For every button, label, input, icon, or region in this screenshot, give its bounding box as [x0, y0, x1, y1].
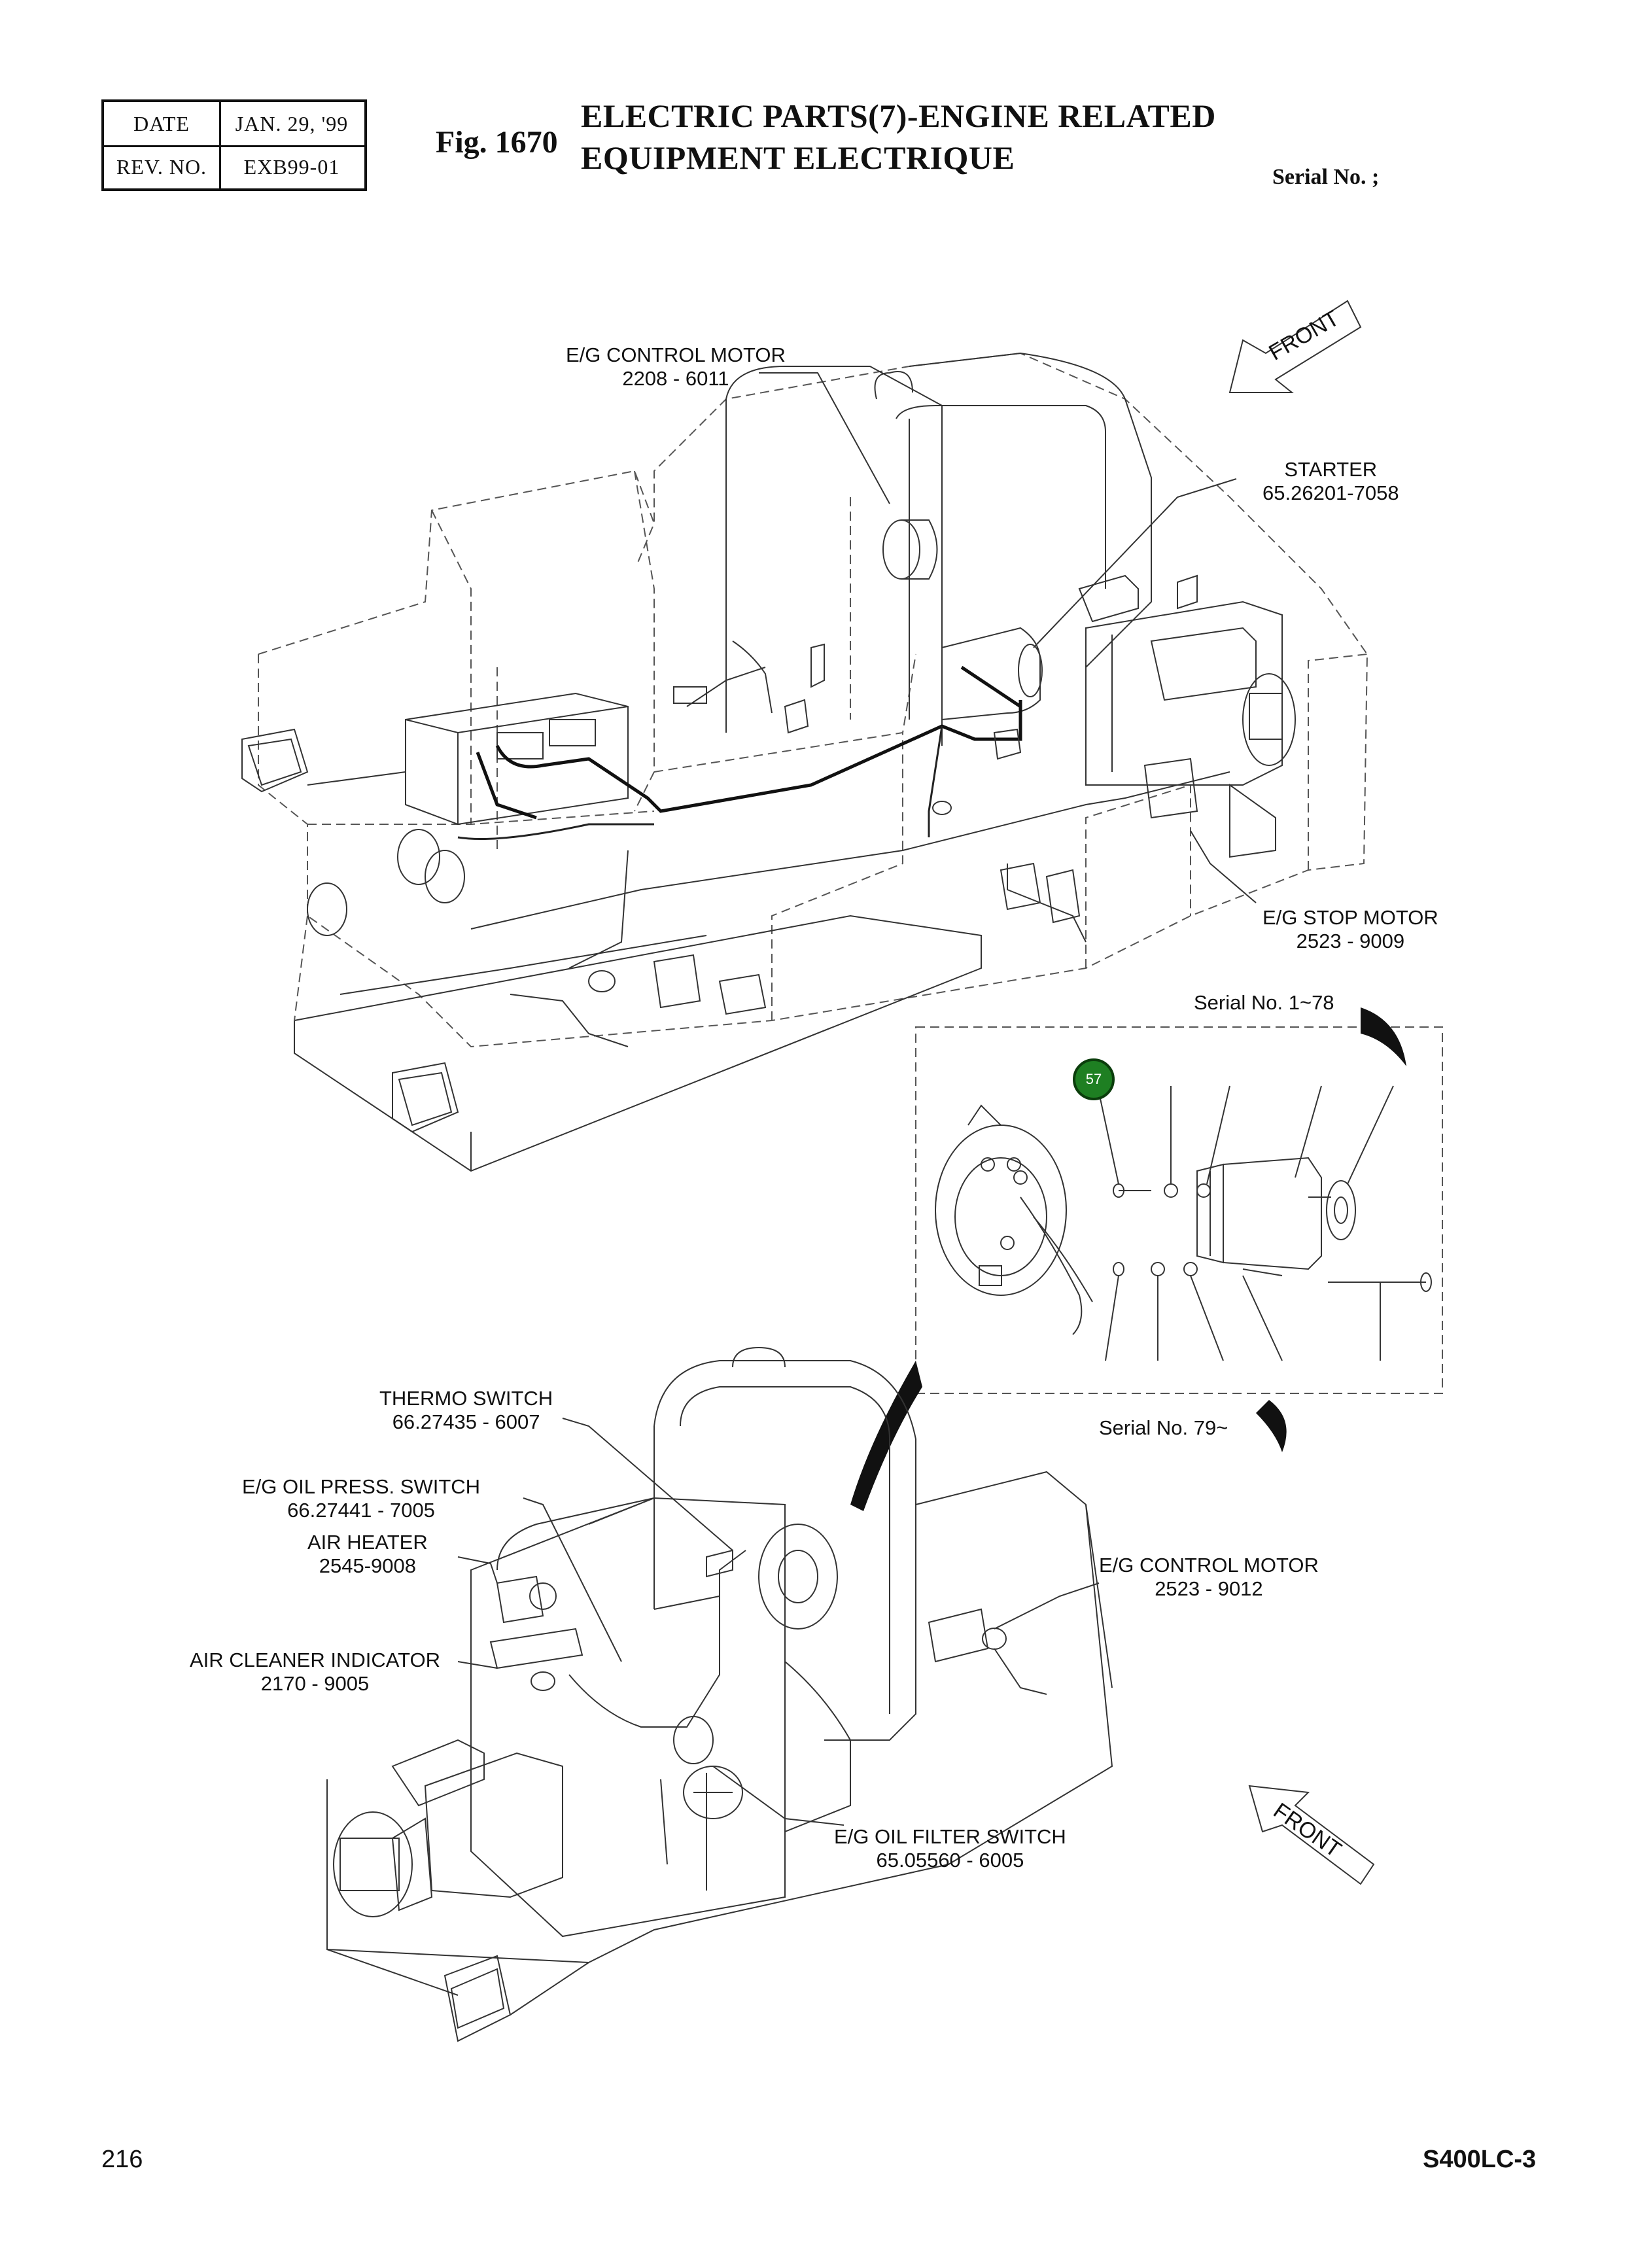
- label-name: STARTER: [1284, 458, 1378, 481]
- label-control-motor-bottom: E/G CONTROL MOTOR 2523 - 9012: [1099, 1554, 1319, 1601]
- label-name: AIR HEATER: [307, 1531, 428, 1554]
- revision-value: EXB99-01: [243, 154, 340, 179]
- label-control-motor-top: E/G CONTROL MOTOR 2208 - 6011: [566, 343, 786, 391]
- label-part-number: 65.26201-7058: [1262, 481, 1399, 504]
- page-number: 216: [101, 2146, 143, 2173]
- serial-number: Serial No. ;: [1272, 165, 1380, 189]
- label-starter: STARTER 65.26201-7058: [1262, 458, 1399, 505]
- label-name: THERMO SWITCH: [379, 1387, 553, 1410]
- callout-57: 57: [1073, 1058, 1115, 1100]
- label-serial-79: Serial No. 79~: [1099, 1416, 1228, 1439]
- label-oil-press-switch: E/G OIL PRESS. SWITCH 66.27441 - 7005: [242, 1475, 480, 1522]
- label-air-cleaner-indicator: AIR CLEANER INDICATOR 2170 - 9005: [190, 1649, 440, 1696]
- label-part-number: 2523 - 9012: [1155, 1577, 1263, 1600]
- battery-box: [405, 692, 629, 826]
- figure-title-english: ELECTRIC PARTS(7)-ENGINE RELATED: [581, 97, 1216, 134]
- label-part-number: 66.27441 - 7005: [287, 1499, 435, 1522]
- small-components: [588, 574, 1198, 1015]
- label-thermo-switch: THERMO SWITCH 66.27435 - 6007: [379, 1387, 553, 1434]
- date-row: DATE JAN. 29, '99: [104, 102, 364, 147]
- figure-title-french: EQUIPMENT ELECTRIQUE: [581, 139, 1015, 176]
- label-name: AIR CLEANER INDICATOR: [190, 1649, 440, 1671]
- thin-wires: [307, 640, 1230, 1047]
- label-part-number: 2523 - 9009: [1296, 930, 1405, 952]
- engine-block-top: [725, 352, 1296, 858]
- label-name: E/G OIL FILTER SWITCH: [834, 1825, 1066, 1848]
- revision-table: DATE JAN. 29, '99 REV. NO. EXB99-01: [101, 99, 367, 191]
- label-part-number: 66.27435 - 6007: [392, 1410, 540, 1433]
- bottom-leader-lines: [457, 1418, 1100, 1826]
- label-name: E/G CONTROL MOTOR: [1099, 1554, 1319, 1577]
- label-part-number: 2208 - 6011: [622, 367, 729, 390]
- label-air-heater: AIR HEATER 2545-9008: [307, 1531, 428, 1578]
- label-name: E/G OIL PRESS. SWITCH: [242, 1475, 481, 1498]
- revision-label: REV. NO.: [104, 145, 221, 188]
- label-part-number: 2170 - 9005: [260, 1672, 370, 1695]
- top-leader-lines: [759, 372, 1257, 903]
- wiring-harness: [457, 665, 1022, 840]
- date-value: JAN. 29, '99: [235, 111, 349, 135]
- front-arrow-bottom-icon: [1248, 1785, 1375, 1885]
- label-stop-motor: E/G STOP MOTOR 2523 - 9009: [1262, 906, 1438, 953]
- figure-number: Fig. 1670: [436, 125, 558, 160]
- revision-row: REV. NO. EXB99-01: [104, 145, 364, 188]
- label-part-number: 65.05560 - 6005: [876, 1849, 1024, 1872]
- detail-inset: [850, 1007, 1443, 1511]
- upper-frame-outline: [258, 352, 1368, 1048]
- label-serial-1-78: Serial No. 1~78: [1194, 991, 1334, 1014]
- label-name: E/G STOP MOTOR: [1262, 906, 1438, 929]
- model-number: S400LC-3: [1423, 2146, 1537, 2173]
- label-name: E/G CONTROL MOTOR: [566, 343, 786, 366]
- front-arrow-top-icon: [1228, 300, 1362, 393]
- label-part-number: 2545-9008: [319, 1554, 416, 1577]
- date-label: DATE: [104, 102, 221, 145]
- label-oil-filter-switch: E/G OIL FILTER SWITCH 65.05560 - 6005: [834, 1825, 1066, 1872]
- lower-chassis: [294, 915, 982, 1172]
- work-lamps: [241, 728, 465, 1133]
- engine-radiator-bottom: [326, 1346, 1113, 2042]
